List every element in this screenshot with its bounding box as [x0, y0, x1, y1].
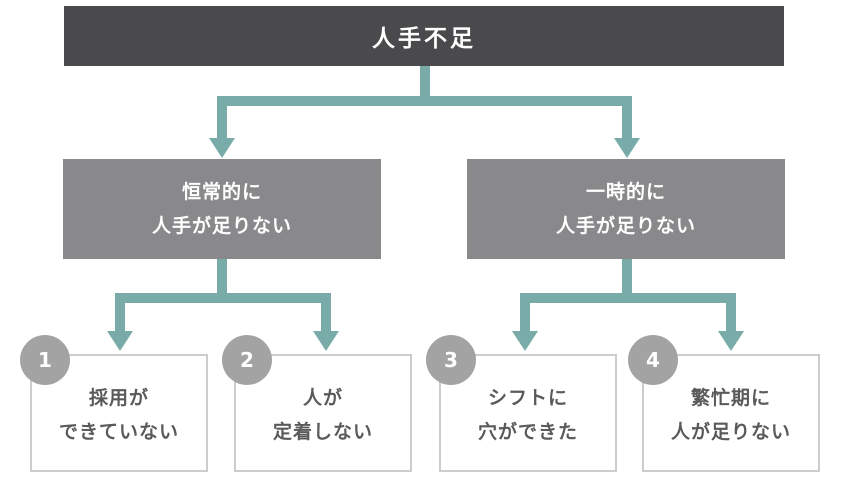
arrow-down-icon	[512, 331, 538, 351]
connector-root-stem	[420, 66, 430, 104]
category-node-temporary: 一時的に 人手が足りない	[467, 159, 785, 259]
arrow-down-icon	[718, 331, 744, 351]
category-line2: 人手が足りない	[555, 215, 696, 237]
cause-line2: 定着しない	[272, 421, 373, 443]
category-line1: 恒常的に	[181, 181, 262, 203]
connector-leaf4-drop	[726, 293, 736, 333]
cause-line2: 穴ができた	[477, 421, 578, 443]
root-node: 人手不足	[64, 6, 784, 66]
connector-left-bar	[115, 293, 331, 303]
root-label: 人手不足	[372, 26, 476, 52]
connector-left-drop	[217, 96, 227, 140]
arrow-down-icon	[209, 138, 235, 158]
number-badge-1: 1	[20, 335, 70, 385]
connector-leaf2-drop	[321, 293, 331, 333]
cause-line1: 人が	[302, 387, 343, 409]
category-line1: 一時的に	[585, 181, 666, 203]
badge-number: 1	[38, 348, 52, 372]
connector-right-drop	[622, 96, 632, 140]
number-badge-2: 2	[222, 335, 272, 385]
connector-left-stem	[217, 259, 227, 301]
badge-number: 3	[444, 348, 458, 372]
connector-right-bar	[520, 293, 736, 303]
cause-line1: シフトに	[487, 387, 568, 409]
arrow-down-icon	[313, 331, 339, 351]
cause-line1: 繁忙期に	[690, 387, 771, 409]
badge-number: 2	[240, 348, 254, 372]
cause-line1: 採用が	[88, 387, 149, 409]
category-node-constant: 恒常的に 人手が足りない	[63, 159, 381, 259]
category-line2: 人手が足りない	[151, 215, 292, 237]
number-badge-3: 3	[426, 335, 476, 385]
connector-leaf1-drop	[115, 293, 125, 333]
connector-root-bar	[217, 96, 632, 106]
badge-number: 4	[646, 348, 660, 372]
cause-node-3: シフトに 穴ができた	[439, 354, 617, 472]
connector-leaf3-drop	[520, 293, 530, 333]
cause-line2: 人が足りない	[670, 421, 791, 443]
arrow-down-icon	[614, 138, 640, 158]
connector-right-stem	[622, 259, 632, 301]
arrow-down-icon	[107, 331, 133, 351]
cause-line2: できていない	[58, 421, 179, 443]
number-badge-4: 4	[628, 335, 678, 385]
